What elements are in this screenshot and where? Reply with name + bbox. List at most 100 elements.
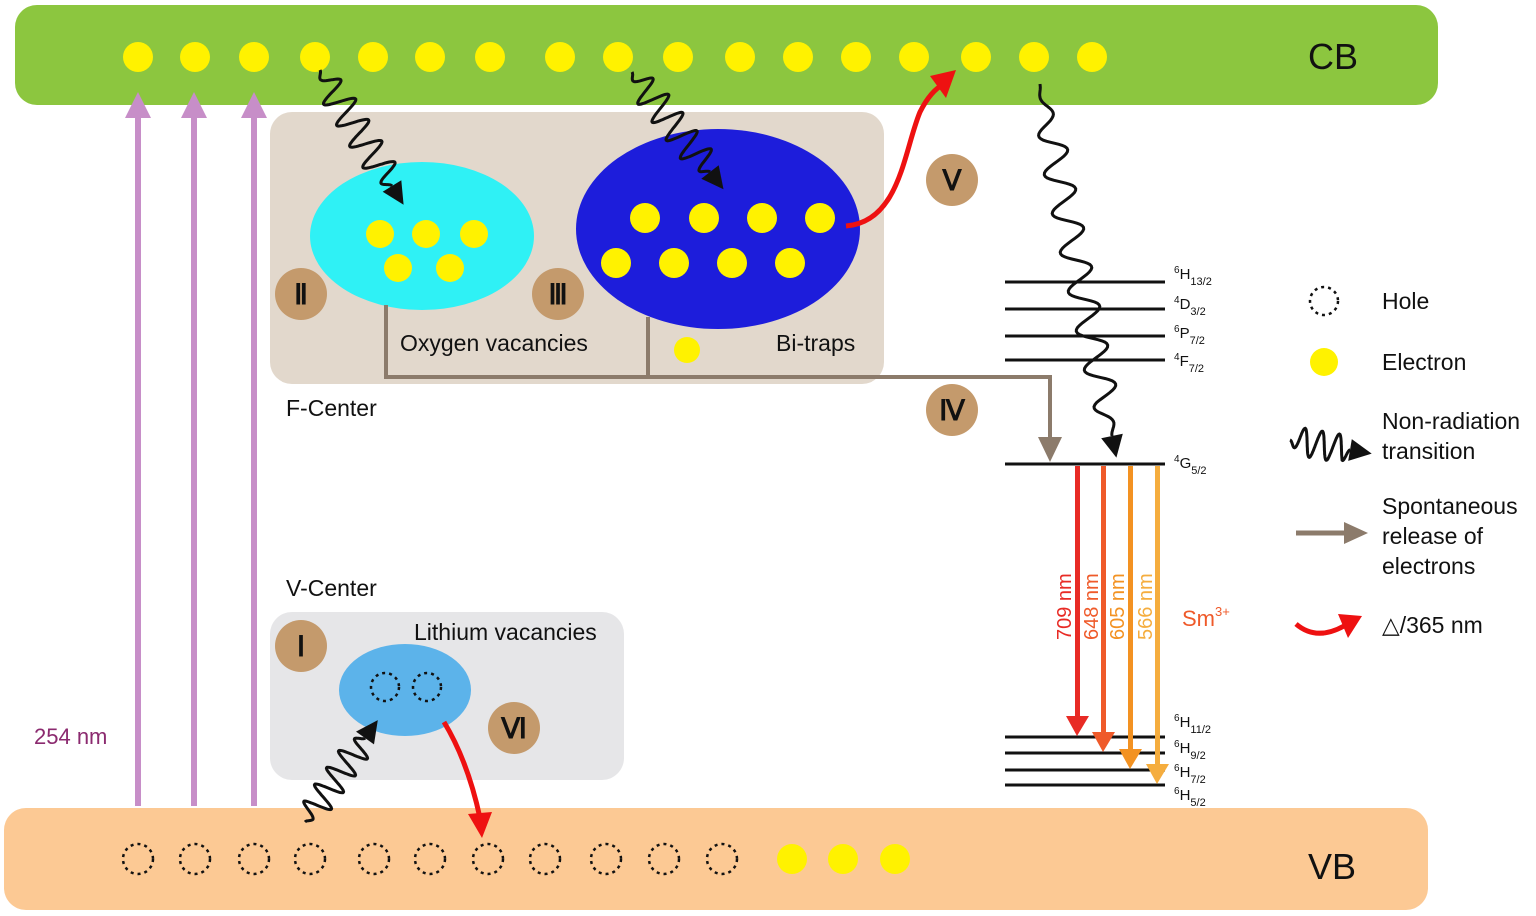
electron [545,42,575,72]
wavy-arrowhead [1348,439,1372,461]
bi-trap-electrons [601,203,835,278]
legend-hole-icon [1308,285,1340,317]
v-center-label: V-Center [286,575,377,601]
electron [747,203,777,233]
electron [841,42,871,72]
electron [603,42,633,72]
excitation-label: 254 nm [34,724,107,749]
electron [460,220,488,248]
wavy-arrowhead [701,165,724,190]
badge-III: Ⅲ [548,280,567,311]
emission-648-label: 648 nm [1081,573,1103,640]
legend-spont-3: electrons [1382,553,1475,579]
hole [705,842,739,876]
level-6H11/2: 6H11/2 [1174,713,1211,736]
oxygen-trap-electrons [366,220,488,282]
spontaneous-release-path [384,305,1052,440]
lithium-vacancies-label: Lithium vacancies [414,619,597,645]
level-4G5/2: 4G5/2 [1174,454,1207,477]
hole [237,842,271,876]
level-6H7/2: 6H7/2 [1174,763,1206,786]
legend-thermal-arrowhead [1338,614,1362,638]
electron [300,42,330,72]
level-6P7/2: 6P7/2 [1174,324,1205,347]
legend-electron-icon [1310,348,1338,376]
vb-label: VB [1308,846,1356,887]
vb-holes [121,842,739,876]
wavy-line [318,69,397,188]
legend: Hole Electron Non-radiation transition S… [1289,285,1520,638]
wavy-line [630,71,713,174]
legend-nonrad-icon [1289,426,1372,463]
wavy-arrowhead [1101,433,1123,458]
non-radiative-transitions [302,69,1123,824]
electron [961,42,991,72]
cb-label: CB [1308,36,1358,77]
hole [411,671,443,703]
cb-electrons [123,42,1107,72]
electron [663,42,693,72]
energy-levels [1005,280,1165,787]
electron [775,248,805,278]
electron [384,254,412,282]
level-4D3/2: 4D3/2 [1174,295,1206,318]
badge-VI: Ⅵ [500,714,527,745]
hole [471,842,505,876]
level-4F7/2: 4F7/2 [1174,352,1204,375]
lithium-vacancy-trap [339,644,471,736]
electron [601,248,631,278]
wavy-line [1289,426,1351,463]
excitation-arrows [125,92,267,806]
legend-electron: Electron [1382,349,1466,375]
sm-ion-label: Sm3+ [1182,604,1230,631]
electron [239,42,269,72]
electron [717,248,747,278]
wavy-line [302,736,370,824]
hole [357,842,391,876]
bi-traps-label: Bi-traps [776,330,855,356]
electron [828,844,858,874]
spontaneous-release-arrowhead [1038,437,1062,462]
electron [783,42,813,72]
level-6H5/2: 6H5/2 [1174,786,1206,809]
bi-trap [576,129,860,329]
legend-hole: Hole [1382,288,1429,314]
legend-nonrad-2: transition [1382,438,1475,464]
electron [180,42,210,72]
legend-spont-1: Spontaneous [1382,493,1518,519]
electron [805,203,835,233]
electron [1019,42,1049,72]
vb-electrons [777,844,910,874]
legend-nonrad-1: Non-radiation [1382,408,1520,434]
electron [777,844,807,874]
lithium-trap-holes [369,671,443,703]
legend-thermal: △/365 nm [1382,612,1483,638]
hole [178,842,212,876]
hole [413,842,447,876]
legend-spont-arrowhead [1344,522,1368,544]
wavy-line [1037,83,1118,437]
legend-spont-2: release of [1382,523,1484,549]
hole [369,671,401,703]
oxygen-vacancies-label: Oxygen vacancies [400,330,588,356]
level-6H9/2: 6H9/2 [1174,739,1206,762]
hole [589,842,623,876]
emission-709-label: 709 nm [1054,573,1076,640]
electron [358,42,388,72]
electron [475,42,505,72]
hole [293,842,327,876]
electron [880,844,910,874]
level-6H13/2: 6H13/2 [1174,265,1212,288]
emission-605-label: 605 nm [1107,573,1129,640]
wavy-arrowhead [356,720,378,745]
roman-badges: Ⅰ Ⅱ Ⅲ Ⅳ Ⅴ Ⅵ [275,154,978,754]
hole [528,842,562,876]
electron [366,220,394,248]
legend-thermal-icon [1294,622,1346,636]
emission-arrows [1066,466,1169,784]
electron [659,248,689,278]
electron [415,42,445,72]
thermal-release-arrows [441,70,956,838]
electron [689,203,719,233]
